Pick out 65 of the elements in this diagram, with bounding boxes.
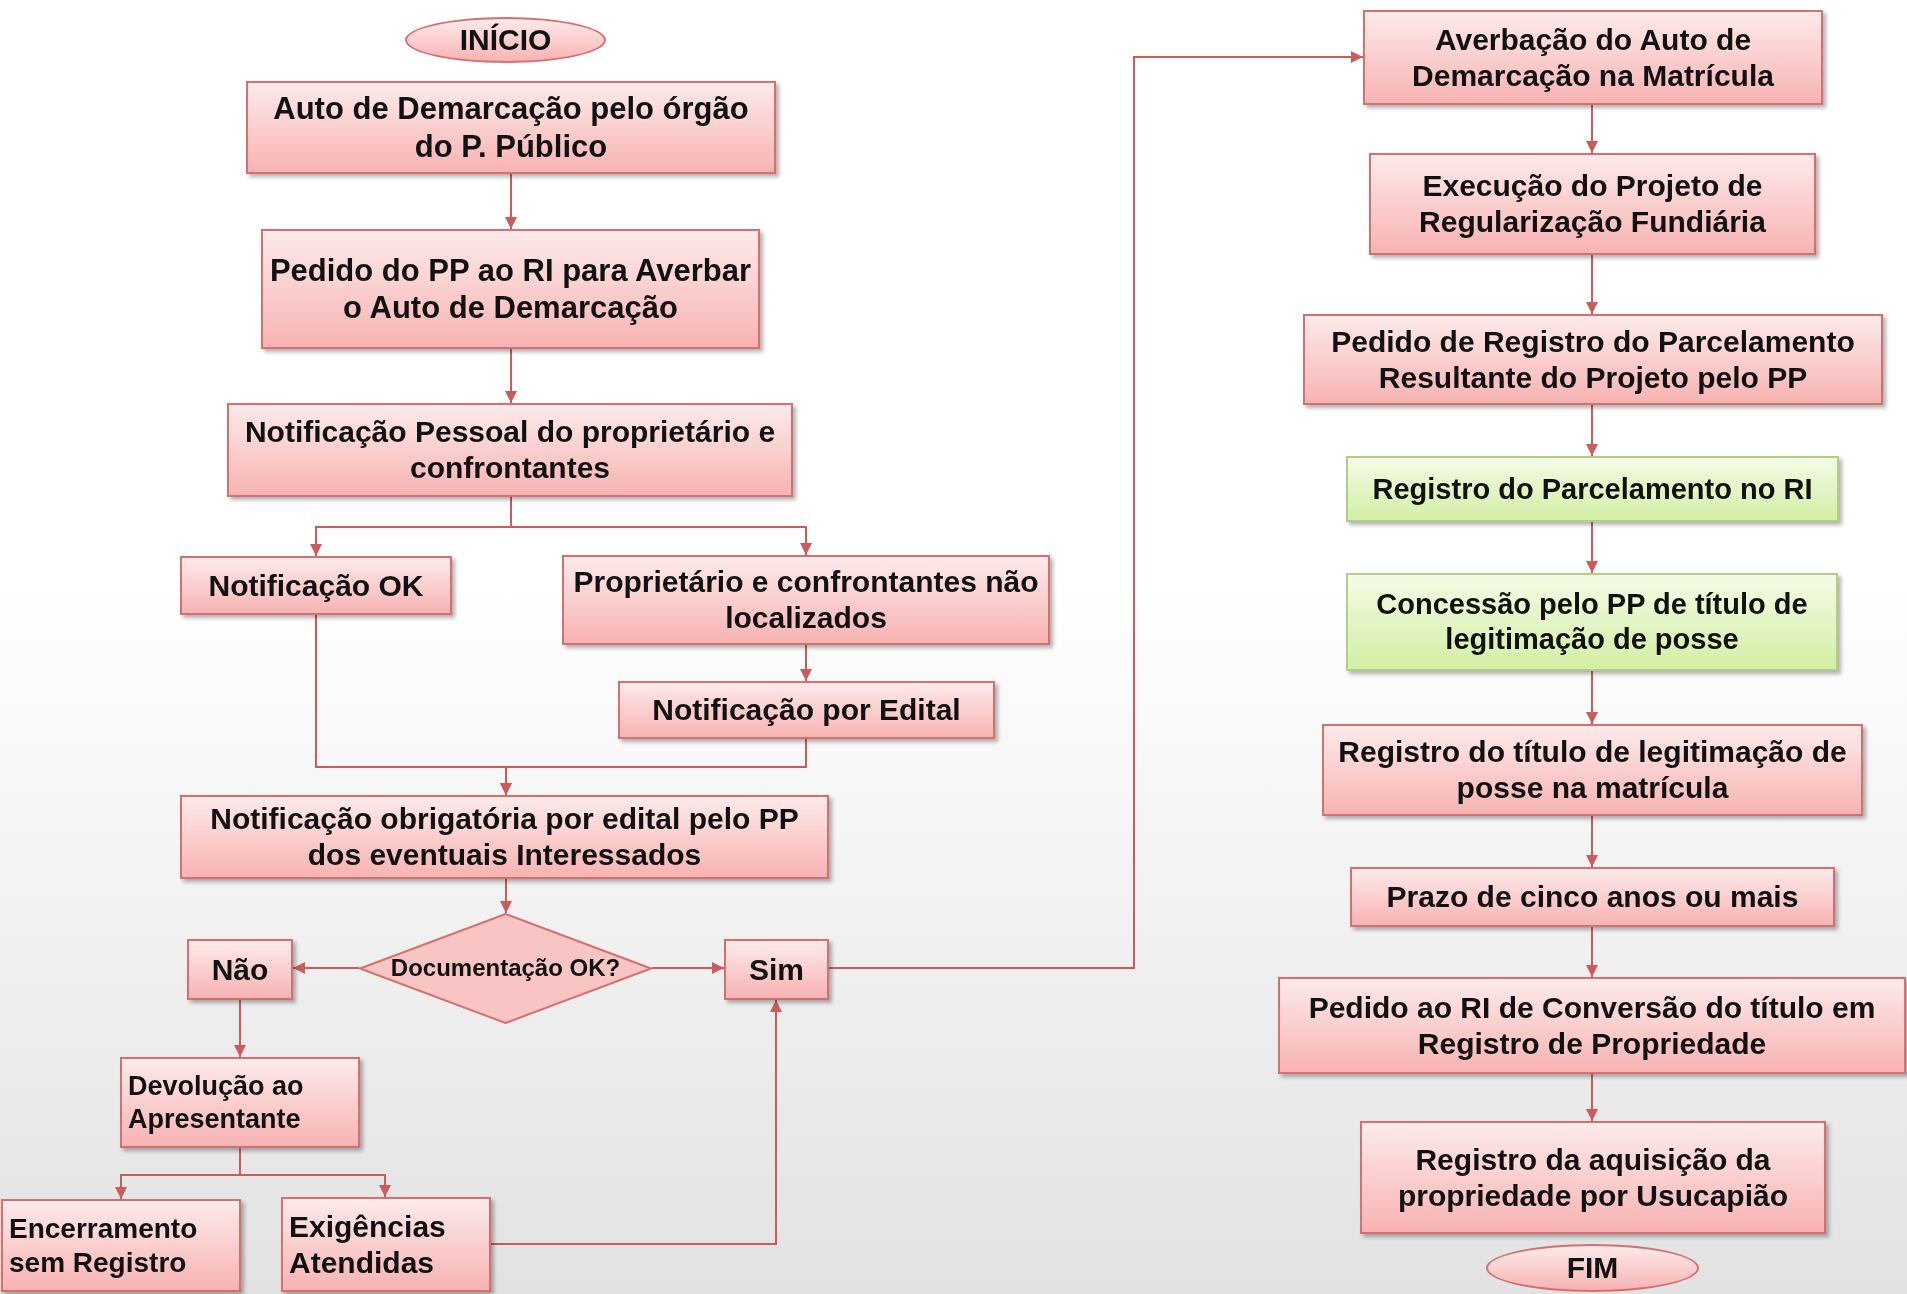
- process-box: [1360, 1121, 1826, 1234]
- node-text: INÍCIO: [458, 22, 553, 58]
- process-box: [1350, 867, 1835, 927]
- process-box: [281, 1197, 491, 1292]
- node-text: Documentação OK?: [389, 954, 622, 983]
- node-text: Proprietário e confrontantes não localizados: [572, 564, 1040, 636]
- process-box: [1369, 153, 1816, 255]
- process-box: [180, 556, 452, 615]
- process-box: [120, 1057, 360, 1148]
- arrow: [651, 962, 725, 974]
- process-box: [618, 681, 995, 739]
- arrow: [1586, 521, 1598, 574]
- node-text: Pedido do PP ao RI para Averbar o Auto de Demarcação: [268, 251, 753, 327]
- process-box: [1322, 724, 1863, 816]
- arrow: [490, 999, 782, 1245]
- node-text: Execução do Projeto de Regularização Fundiária: [1418, 168, 1767, 240]
- node-text: Concessão pelo PP de título de legitimação de posse: [1375, 587, 1809, 657]
- process-box: [1, 1199, 241, 1292]
- arrow: [234, 999, 246, 1058]
- node-text: Notificação Pessoal do proprietário e confrontantes: [243, 414, 777, 486]
- arrow: [1586, 926, 1598, 978]
- process-box: [246, 81, 776, 174]
- node-text: Registro do Parcelamento no RI: [1371, 471, 1814, 507]
- process-box: [724, 939, 829, 1000]
- node-text: Pedido de Registro do Parcelamento Resultante do Projeto pelo PP: [1330, 323, 1856, 396]
- node-text: Registro da aquisição da propriedade por Usucapião: [1396, 1141, 1790, 1214]
- node-text: Prazo de cinco anos ou mais: [1385, 879, 1800, 915]
- node-text: Exigências Atendidas: [288, 1208, 447, 1281]
- process-box: [1278, 977, 1906, 1074]
- node-text: Auto de Demarcação pelo órgão do P. Público: [272, 90, 750, 165]
- process-box: [1303, 314, 1883, 405]
- node-text: Notificação OK: [207, 567, 425, 604]
- arrow: [1586, 104, 1598, 154]
- process-box: [187, 939, 293, 1000]
- node-text: Não: [210, 951, 270, 988]
- arrow: [292, 962, 360, 974]
- process-box: [261, 229, 760, 349]
- arrow: [500, 738, 807, 796]
- arrow: [828, 51, 1364, 969]
- arrow: [1586, 815, 1598, 868]
- arrow: [1586, 670, 1598, 725]
- arrow: [1586, 404, 1598, 457]
- arrow: [239, 1147, 391, 1198]
- arrow: [1586, 254, 1598, 315]
- process-box: [1363, 10, 1823, 105]
- process-box: [1346, 573, 1838, 671]
- arrow: [510, 496, 812, 556]
- node-text: Averbação do Auto de Demarcação na Matrícula: [1411, 21, 1775, 94]
- node-text: Notificação obrigatória por edital pelo PP dos eventuais Interessados: [209, 801, 800, 873]
- node-text: Pedido ao RI de Conversão do título em Registro de Propriedade: [1307, 989, 1877, 1062]
- process-box: [227, 403, 793, 497]
- node-text: Encerramento sem Registro: [8, 1211, 199, 1280]
- node-text: Notificação por Edital: [651, 692, 962, 728]
- arrow: [1586, 1073, 1598, 1122]
- node-text: Sim: [748, 951, 805, 988]
- arrow: [505, 348, 517, 404]
- node-text: FIM: [1565, 1250, 1620, 1286]
- node-text: Devolução ao Apresentante: [127, 1070, 305, 1135]
- node-text: Registro do título de legitimação de posse na matrícula: [1337, 734, 1848, 806]
- arrow: [800, 644, 812, 682]
- process-box: [1346, 456, 1839, 522]
- process-box: [562, 555, 1050, 645]
- arrow: [500, 878, 512, 914]
- arrow: [505, 173, 517, 230]
- process-box: [180, 795, 829, 879]
